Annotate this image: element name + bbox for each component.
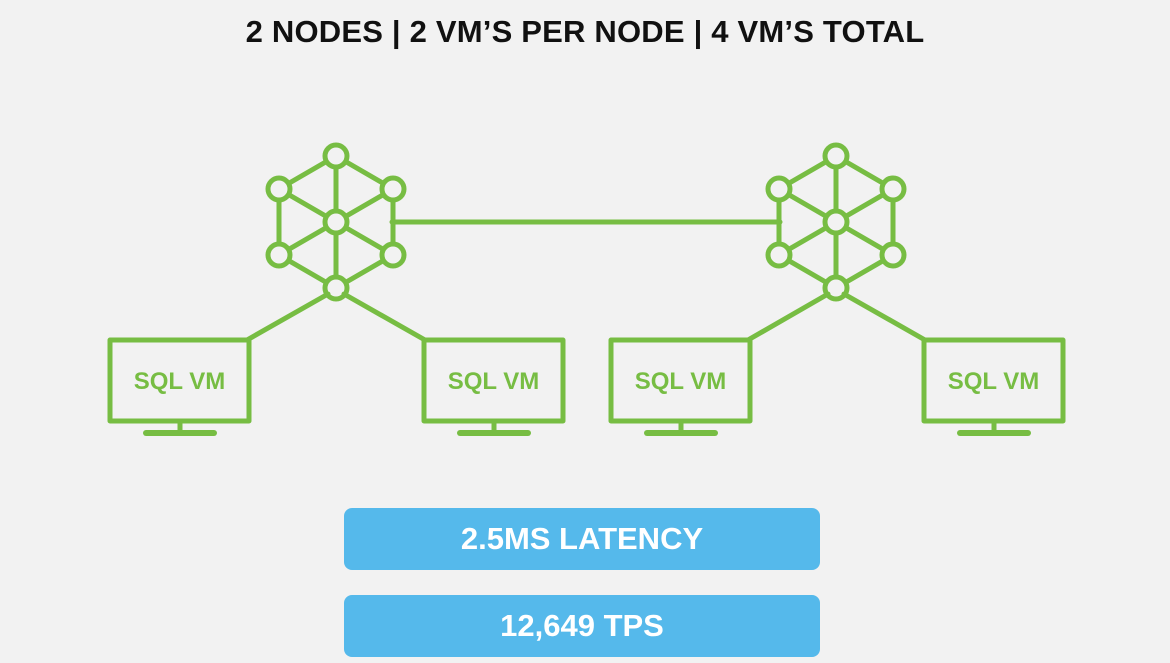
monitor-icon bbox=[921, 337, 1066, 436]
node-vm-connector bbox=[841, 291, 928, 343]
monitor-icon bbox=[608, 337, 753, 436]
monitor-icon bbox=[107, 337, 252, 436]
monitor-icon bbox=[421, 337, 566, 436]
vm-label: SQL VM bbox=[134, 368, 226, 395]
vm-label: SQL VM bbox=[448, 368, 540, 395]
page-title: 2 NODES | 2 VM’S PER NODE | 4 VM’S TOTAL bbox=[245, 14, 925, 49]
node-vm-connector bbox=[341, 291, 428, 343]
vm-label: SQL VM bbox=[948, 368, 1040, 395]
cluster-node-icon bbox=[265, 142, 407, 302]
cluster-node-icon bbox=[765, 142, 907, 302]
latency-metric: 2.5MS LATENCY bbox=[344, 508, 820, 570]
node-vm-connector bbox=[745, 291, 831, 343]
vm-label: SQL VM bbox=[635, 368, 727, 395]
node-vm-connector bbox=[244, 291, 331, 343]
tps-metric: 12,649 TPS bbox=[344, 595, 820, 657]
